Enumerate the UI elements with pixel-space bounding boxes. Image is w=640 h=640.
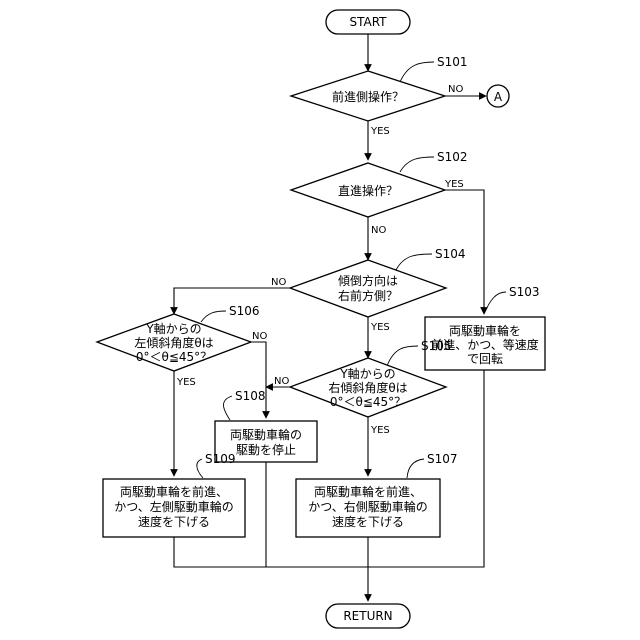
connector-a-label: A xyxy=(494,90,503,104)
process-s107-line-1: 両駆動車輪を前進、 xyxy=(314,484,422,499)
process-s107: 両駆動車輪を前進、 かつ、右側駆動車輪の 速度を下げる xyxy=(296,479,440,537)
decision-s101-line-1: 前進側操作？ xyxy=(332,89,404,104)
branch-s105-yes: YES xyxy=(370,425,390,436)
return-label: RETURN xyxy=(343,609,392,623)
step-label-s106: S106 xyxy=(229,304,260,318)
process-s107-line-2: かつ、右側駆動車輪の xyxy=(308,499,428,514)
process-s103-line-3: で回転 xyxy=(467,352,503,366)
process-s107-line-3: 速度を下げる xyxy=(332,514,404,529)
step-label-s108: S108 xyxy=(235,389,266,403)
leader-s108 xyxy=(224,396,233,420)
decision-s104-line-1: 傾倒方向は xyxy=(338,273,398,288)
leader-s109 xyxy=(197,459,203,478)
edge-s109-merge xyxy=(174,537,368,567)
leader-s104 xyxy=(396,254,432,270)
decision-s105-line-2: 右傾斜角度θは xyxy=(328,380,407,395)
decision-s106-line-1: Y軸からの xyxy=(145,322,201,336)
branch-s101-no: NO xyxy=(448,84,463,95)
branch-s106-yes: YES xyxy=(176,377,196,388)
decision-s102: 直進操作？ xyxy=(291,163,445,217)
branch-s106-no: NO xyxy=(252,331,267,342)
step-label-s109: S109 xyxy=(205,452,236,466)
branch-s101-yes: YES xyxy=(370,126,390,137)
decision-s105-line-3: 0°＜θ≦45°？ xyxy=(330,395,406,409)
decision-s101: 前進側操作？ xyxy=(291,71,445,121)
leader-s107 xyxy=(407,459,424,478)
process-s108-line-1: 両駆動車輪の xyxy=(230,427,302,442)
step-label-s107: S107 xyxy=(427,452,458,466)
process-s109-line-3: 速度を下げる xyxy=(138,514,210,529)
leader-s103 xyxy=(484,292,506,314)
decision-s105: Y軸からの 右傾斜角度θは 0°＜θ≦45°？ xyxy=(290,358,446,417)
leader-s105 xyxy=(387,346,418,366)
step-label-s105: S105 xyxy=(421,339,452,353)
return-terminal: RETURN xyxy=(326,604,410,628)
process-s108-line-2: 駆動を停止 xyxy=(236,442,296,457)
leader-s101 xyxy=(400,62,434,82)
process-s103-line-1: 両駆動車輪を xyxy=(449,323,521,338)
edge-s106-no-s108 xyxy=(251,342,266,418)
leader-s106 xyxy=(201,311,226,322)
connector-a: A xyxy=(487,85,509,107)
step-label-s104: S104 xyxy=(435,247,466,261)
decision-s102-line-1: 直進操作？ xyxy=(338,183,398,198)
decision-s106-line-3: 0°＜θ≦45°？ xyxy=(136,350,212,364)
start-terminal: START xyxy=(326,10,410,34)
decision-s105-line-1: Y軸からの xyxy=(339,367,395,381)
process-s109-line-2: かつ、左側駆動車輪の xyxy=(114,499,234,514)
leader-s102 xyxy=(400,157,434,172)
branch-s102-yes: YES xyxy=(444,179,464,190)
process-s109-line-1: 両駆動車輪を前進、 xyxy=(120,484,228,499)
step-label-s103: S103 xyxy=(509,285,540,299)
process-s109: 両駆動車輪を前進、 かつ、左側駆動車輪の 速度を下げる xyxy=(103,479,245,537)
branch-s104-no: NO xyxy=(271,277,286,288)
step-label-s101: S101 xyxy=(437,55,468,69)
decision-s104: 傾倒方向は 右前方側？ xyxy=(290,260,446,317)
decision-s106: Y軸からの 左傾斜角度θは 0°＜θ≦45°？ xyxy=(97,314,251,371)
start-label: START xyxy=(349,15,387,29)
branch-s104-yes: YES xyxy=(370,322,390,333)
step-label-s102: S102 xyxy=(437,150,468,164)
decision-s104-line-2: 右前方側？ xyxy=(338,288,398,303)
decision-s106-line-2: 左傾斜角度θは xyxy=(134,335,213,350)
branch-s102-no: NO xyxy=(371,225,386,236)
branch-s105-no: NO xyxy=(274,376,289,387)
